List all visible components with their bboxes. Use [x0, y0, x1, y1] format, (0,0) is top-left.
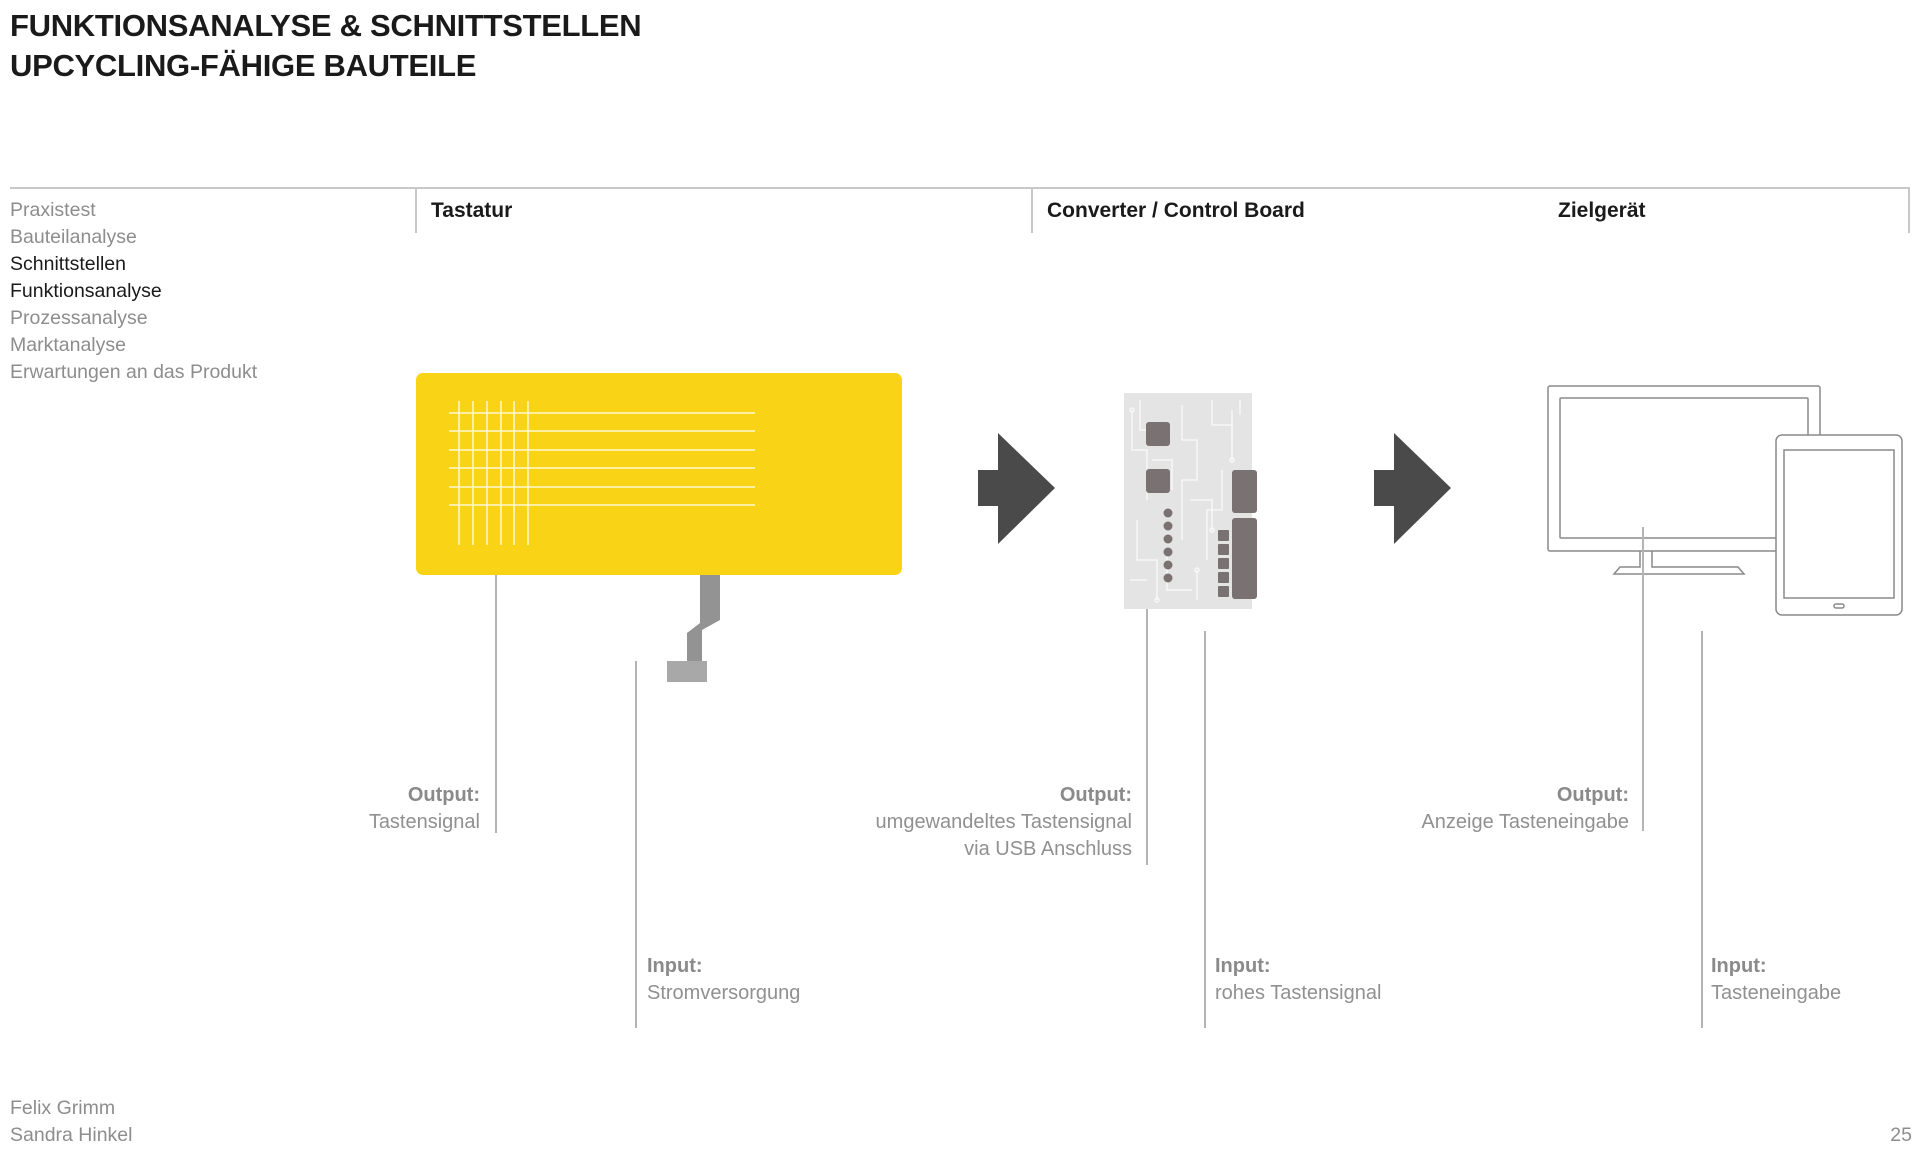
nav-item-funktionsanalyse[interactable]: Funktionsanalyse	[10, 280, 162, 302]
section-nav: Praxistest Bauteilanalyse Schnittstellen…	[10, 197, 257, 386]
nav-item-erwartungen[interactable]: Erwartungen an das Produkt	[10, 361, 258, 383]
column-divider	[1908, 187, 1910, 233]
board-traces	[1129, 400, 1241, 603]
leader-line	[1701, 631, 1703, 1028]
chip	[1146, 422, 1170, 446]
arrow-right-icon	[978, 433, 1055, 544]
label-title: Input:	[647, 955, 703, 977]
nav-item-bauteilanalyse[interactable]: Bauteilanalyse	[10, 226, 137, 248]
leader-line	[1642, 527, 1644, 831]
label-text: Anzeige Tasteneingabe	[1421, 811, 1629, 833]
column-divider	[1031, 187, 1033, 233]
page-subtitle: UPCYCLING-FÄHIGE BAUTEILE	[10, 48, 477, 83]
keyboard-membrane	[416, 373, 902, 575]
leader-line	[635, 661, 637, 1028]
circuit-board-illustration	[1124, 393, 1257, 609]
pin-row	[1163, 508, 1173, 583]
label-title: Output:	[1059, 784, 1132, 806]
label-text: via USB Anschluss	[964, 838, 1132, 860]
arrow-right-icon	[1374, 433, 1451, 544]
converter-input-label: Input: rohes Tastensignal	[1215, 953, 1381, 1007]
converter-output-label: Output: umgewandeltes Tastensignal via U…	[876, 782, 1132, 863]
keyboard-output-label: Output: Tastensignal	[369, 782, 480, 836]
column-header-target: Zielgerät	[1558, 199, 1646, 222]
keyboard-grid-lines	[449, 401, 755, 545]
column-header-converter: Converter / Control Board	[1047, 199, 1305, 222]
tablet-icon	[1775, 434, 1903, 616]
label-title: Input:	[1215, 955, 1271, 977]
label-title: Input:	[1711, 955, 1767, 977]
chip	[1146, 469, 1170, 493]
label-text: Tastensignal	[368, 811, 480, 833]
author-name: Felix Grimm	[10, 1097, 116, 1119]
leader-line	[1204, 631, 1206, 1028]
nav-item-marktanalyse[interactable]: Marktanalyse	[10, 334, 126, 356]
target-devices-illustration	[1547, 385, 1903, 616]
nav-item-praxistest[interactable]: Praxistest	[10, 199, 96, 221]
label-text: Stromversorgung	[647, 982, 801, 1004]
target-input-label: Input: Tasteneingabe	[1711, 953, 1841, 1007]
nav-item-prozessanalyse[interactable]: Prozessanalyse	[10, 307, 148, 329]
leader-line	[1146, 609, 1148, 865]
connector-block	[1232, 518, 1257, 599]
column-divider	[415, 187, 417, 233]
cable-connector	[667, 661, 707, 682]
board	[1124, 393, 1252, 609]
leader-line	[495, 575, 497, 833]
label-text: umgewandeltes Tastensignal	[875, 811, 1132, 833]
target-output-label: Output: Anzeige Tasteneingabe	[1421, 782, 1629, 836]
page-title: FUNKTIONSANALYSE & SCHNITTSTELLEN	[10, 8, 642, 43]
column-header-keyboard: Tastatur	[431, 199, 513, 222]
author-name: Sandra Hinkel	[10, 1124, 133, 1146]
ribbon-cable	[687, 575, 720, 666]
label-text: Tasteneingabe	[1711, 982, 1842, 1004]
header-rule	[10, 187, 1909, 189]
label-text: rohes Tastensignal	[1215, 982, 1382, 1004]
label-title: Output:	[1556, 784, 1629, 806]
keyboard-input-label: Input: Stromversorgung	[647, 953, 800, 1007]
small-chips	[1218, 530, 1229, 597]
page-number: 25	[1890, 1124, 1912, 1146]
nav-item-schnittstellen[interactable]: Schnittstellen	[10, 253, 126, 275]
keyboard-illustration	[416, 373, 902, 682]
authors: Felix Grimm Sandra Hinkel	[10, 1095, 132, 1149]
label-title: Output:	[407, 784, 480, 806]
usb-port	[1232, 470, 1257, 513]
